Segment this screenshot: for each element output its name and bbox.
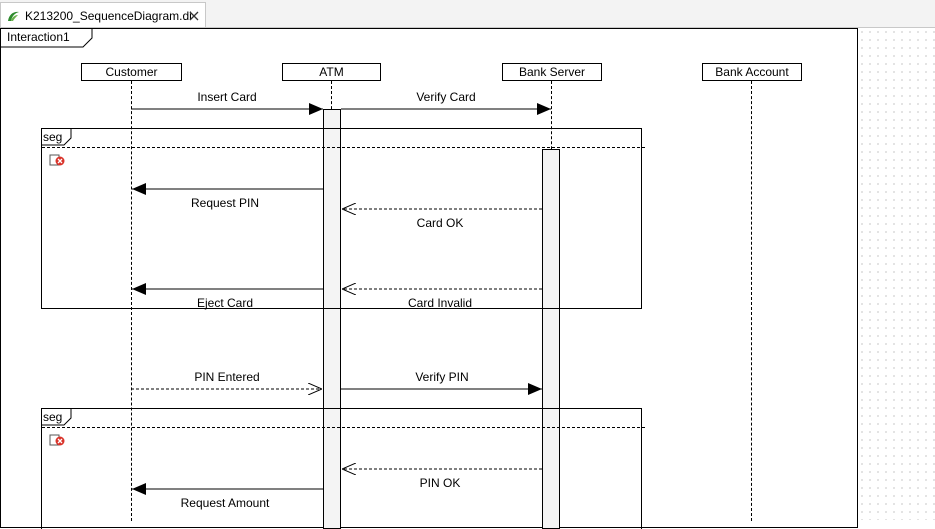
fragment-label-tab — [42, 409, 72, 426]
message-label: Request PIN — [190, 196, 260, 210]
fragment-operand-separator — [42, 147, 645, 148]
close-icon[interactable] — [188, 10, 200, 22]
canvas-grid — [858, 28, 935, 520]
fragment-operator: seg — [43, 410, 63, 424]
constraint-error-icon[interactable] — [49, 153, 65, 167]
editor-tab[interactable]: K213200_SequenceDiagram.di — [0, 2, 206, 27]
lifeline-bank-account-line — [751, 81, 752, 521]
message-label: PIN OK — [419, 476, 461, 490]
message-label: Eject Card — [196, 296, 254, 310]
message-label: Insert Card — [197, 90, 257, 104]
diagram-canvas[interactable]: Interaction1 Customer ATM Bank Server Ba… — [0, 28, 935, 529]
constraint-error-icon[interactable] — [49, 433, 65, 447]
fragment-operator: seg — [43, 130, 63, 144]
lifeline-atm[interactable]: ATM — [282, 63, 381, 81]
lifeline-customer[interactable]: Customer — [81, 63, 182, 81]
combined-fragment-1[interactable]: seg — [41, 128, 645, 309]
lifeline-bank-account[interactable]: Bank Account — [702, 63, 802, 81]
message-label: Card OK — [416, 216, 464, 230]
message-arrows — [131, 103, 551, 495]
combined-fragment-2[interactable]: seg — [41, 408, 645, 529]
interaction-name: Interaction1 — [1, 29, 88, 46]
message-label: Verify PIN — [415, 370, 469, 384]
message-label: Card Invalid — [407, 296, 473, 310]
message-label: Verify Card — [416, 90, 476, 104]
papyrus-diagram-icon — [8, 11, 19, 21]
message-label: Request Amount — [180, 496, 270, 510]
tab-title: K213200_SequenceDiagram.di — [25, 9, 192, 23]
editor-tab-bar: K213200_SequenceDiagram.di — [0, 0, 935, 28]
fragment-operand-separator — [42, 427, 645, 428]
lifeline-customer-line — [131, 81, 132, 521]
interaction-frame[interactable]: Interaction1 Customer ATM Bank Server Ba… — [0, 28, 858, 529]
message-label: PIN Entered — [194, 370, 260, 384]
interaction-name-tab — [1, 29, 93, 48]
fragment-label-tab — [42, 129, 72, 146]
lifeline-bank-server[interactable]: Bank Server — [502, 63, 602, 81]
